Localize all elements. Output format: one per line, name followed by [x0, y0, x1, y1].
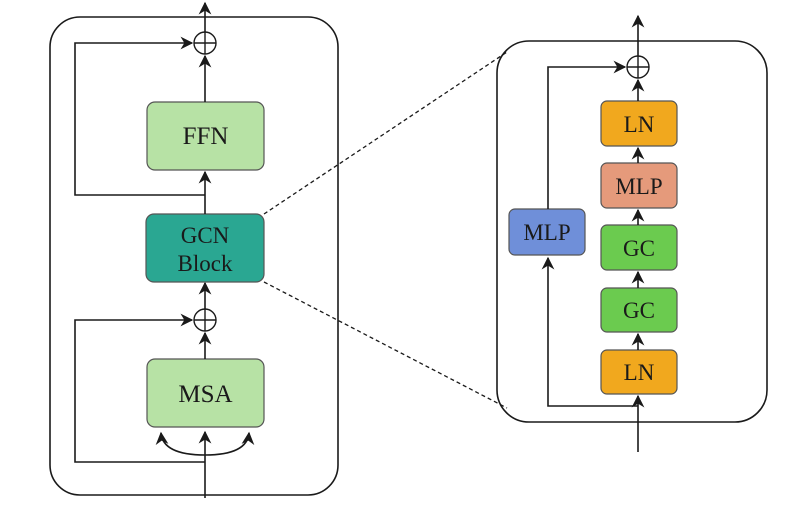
side-mlp-box: [508, 208, 586, 256]
add-node-right: [626, 55, 650, 79]
ffn-label: FFN: [183, 123, 229, 150]
msa-residual-line: [74, 313, 205, 463]
add-node-lower: [193, 308, 217, 332]
ln-bottom-label: LN: [624, 360, 655, 385]
mlp-label: MLP: [615, 174, 662, 199]
zoom-line-top: [263, 51, 508, 215]
msa-label: MSA: [178, 381, 232, 408]
gc-upper-label: GC: [623, 236, 655, 261]
side-mlp-to-add-line: [547, 60, 627, 209]
zoom-line-bottom: [263, 281, 508, 409]
split-arrow-left: [155, 431, 206, 456]
side-branch-line: [541, 256, 638, 407]
gc-lower-label: GC: [623, 298, 655, 323]
split-arrow-right: [204, 431, 255, 456]
add-node-upper: [193, 31, 217, 55]
gc-upper-box: [600, 224, 678, 271]
mlp-box: [600, 162, 678, 209]
side-mlp-label: MLP: [523, 220, 570, 245]
right-module-frame: [496, 40, 768, 423]
ln-bottom-box: [600, 349, 678, 395]
gcn-label-line2: Block: [178, 251, 233, 276]
gc-lower-box: [600, 287, 678, 333]
gcn-label-line1: GCN: [181, 223, 230, 248]
ln-top-label: LN: [624, 112, 655, 137]
ln-top-box: [600, 100, 678, 147]
ffn-residual-line: [74, 36, 205, 196]
left-module-frame: [49, 16, 339, 496]
